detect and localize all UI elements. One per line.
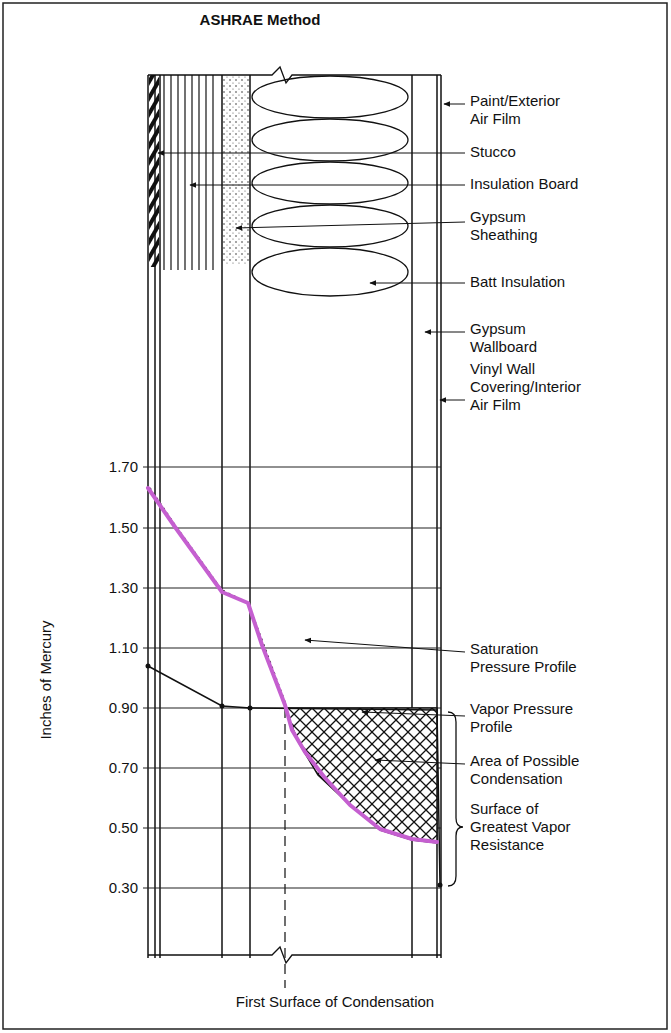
axis-tick: 0.70 <box>70 759 138 777</box>
axis-title: Inches of Mercury <box>37 620 55 739</box>
callout-label: First Surface of Condensation <box>205 993 465 1011</box>
layer-label: Insulation Board <box>470 175 630 193</box>
axis-tick: 0.30 <box>70 879 138 897</box>
axis-tick: 1.50 <box>70 519 138 537</box>
axis-tick: 0.50 <box>70 819 138 837</box>
axis-tick: 0.90 <box>70 699 138 717</box>
callout-label: Surface of Greatest Vapor Resistance <box>470 800 582 854</box>
callout-label: Area of Possible Condensation <box>470 752 600 788</box>
axis-tick: 1.30 <box>70 579 138 597</box>
diagram-title: ASHRAE Method <box>160 11 360 29</box>
layer-label: Stucco <box>470 143 610 161</box>
callout-label: Vapor Pressure Profile <box>470 700 588 736</box>
axis-tick: 1.70 <box>70 458 138 476</box>
axis-tick: 1.10 <box>70 639 138 657</box>
layer-label: Batt Insulation <box>470 273 620 291</box>
layer-label: Gypsum Wallboard <box>470 320 565 356</box>
callout-label: Saturation Pressure Profile <box>470 640 600 676</box>
layer-label: Vinyl Wall Covering/Interior Air Film <box>470 360 575 414</box>
layer-label: Gypsum Sheathing <box>470 208 565 244</box>
layer-label: Paint/Exterior Air Film <box>470 92 580 128</box>
